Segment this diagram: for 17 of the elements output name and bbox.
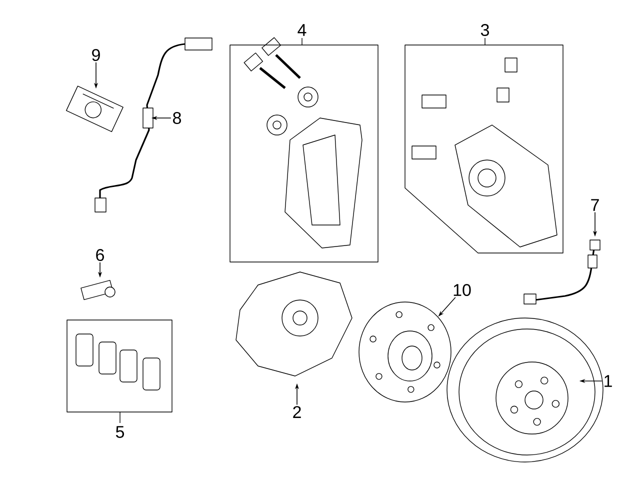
node-label: 3 xyxy=(480,24,489,36)
node-label: 5 xyxy=(116,426,124,438)
node-label: 4 xyxy=(298,24,306,36)
callout-number: 9 xyxy=(92,48,100,62)
callout-number: 7 xyxy=(591,199,599,211)
wheel-hub-drawing xyxy=(358,302,452,402)
callout-number: 6 xyxy=(96,248,104,262)
parts-group-frame: 4 xyxy=(230,24,378,262)
wheel-speed-sensor-drawing xyxy=(80,280,116,300)
parts-group-frame: 3 xyxy=(404,24,564,254)
callout-number: 1 xyxy=(604,375,612,387)
parts-group-frame: 5 xyxy=(66,320,172,438)
splash-shield-drawing xyxy=(236,272,352,376)
callout-number: 2 xyxy=(293,406,301,418)
brake-hose-drawing xyxy=(524,240,600,304)
sensor-bracket-drawing xyxy=(66,86,124,132)
callout-number: 10 xyxy=(454,284,471,296)
